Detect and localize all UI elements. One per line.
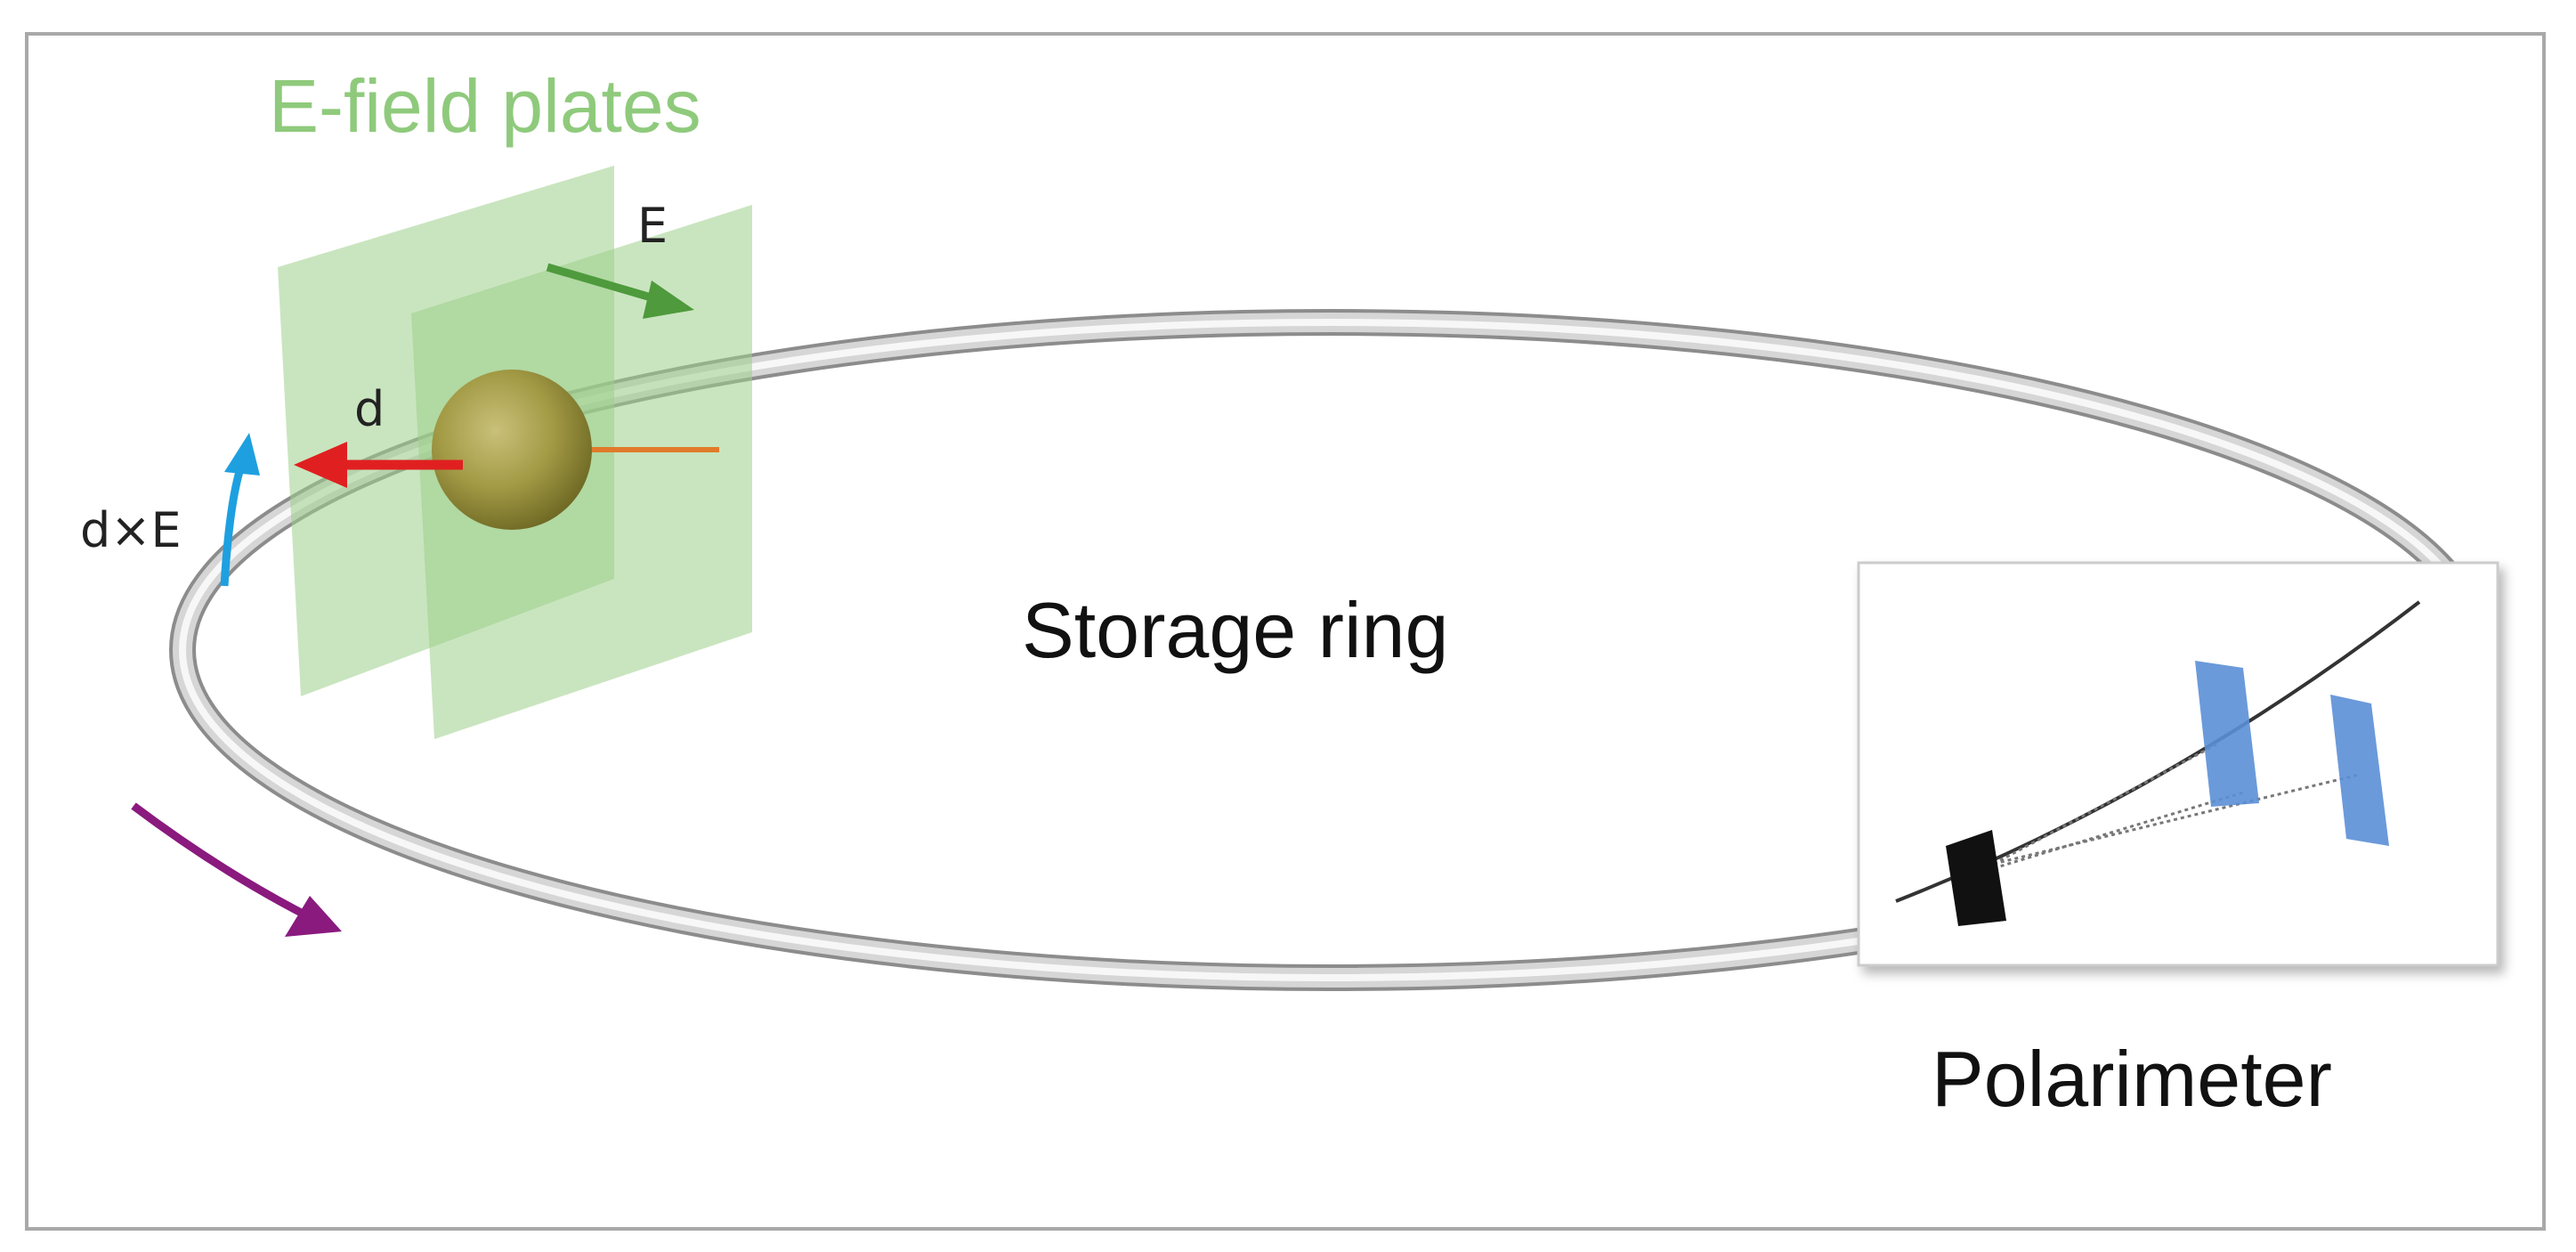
scatter-path <box>1993 791 2244 870</box>
polarimeter-detector <box>2195 661 2259 807</box>
efield-plates-label: E-field plates <box>269 64 701 148</box>
polarimeter-box <box>1857 561 2499 967</box>
particle-sphere <box>432 370 592 530</box>
polarimeter-label: Polarimeter <box>1932 1035 2332 1123</box>
rotation-direction-arrow <box>131 802 342 937</box>
dxe-arrow <box>220 433 260 587</box>
e-field-arrow <box>546 263 694 319</box>
dxe-label: d×E <box>80 502 182 558</box>
polarimeter-detector <box>2330 695 2389 846</box>
e-vector-label: E <box>637 198 668 254</box>
storage-ring-label: Storage ring <box>1022 586 1448 674</box>
polarimeter-target <box>1946 830 2006 926</box>
scatter-path <box>1993 773 2360 866</box>
d-vector-label: d <box>354 381 385 437</box>
dipole-arrow <box>294 442 463 488</box>
